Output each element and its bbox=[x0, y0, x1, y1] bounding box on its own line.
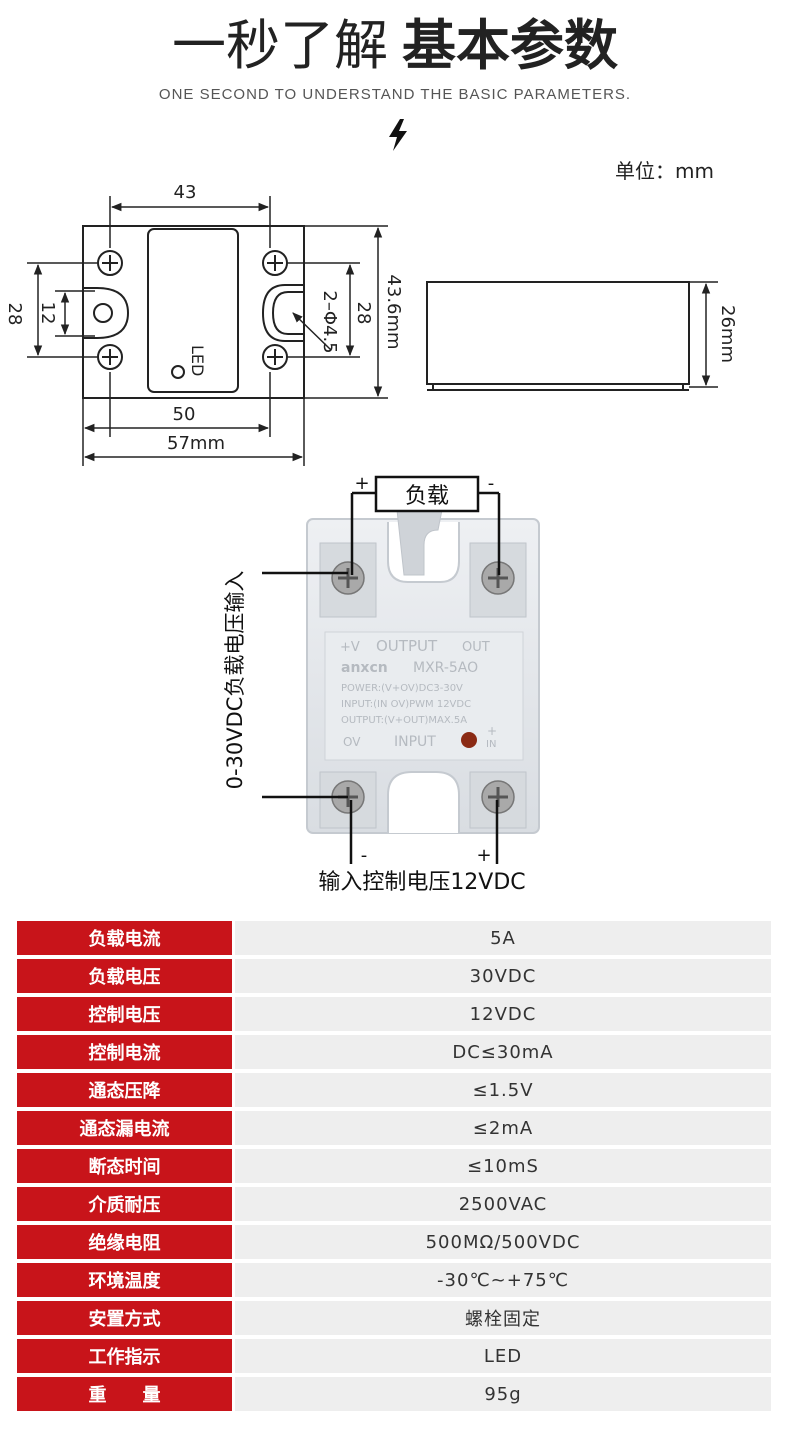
relay-plus: + bbox=[487, 724, 497, 738]
input-voltage-label: 输入控制电压12VDC bbox=[318, 870, 525, 895]
dim-43: 43 bbox=[174, 182, 197, 203]
spec-value: 螺栓固定 bbox=[235, 1301, 771, 1335]
lightning-icon bbox=[389, 119, 407, 151]
spec-value: -30℃~+75℃ bbox=[235, 1263, 771, 1297]
relay-text-out: OUT bbox=[462, 640, 490, 655]
relay-side-view bbox=[426, 281, 690, 391]
title-bold: 基本参数 bbox=[402, 14, 618, 77]
relay-output: OUTPUT:(V+OUT)MAX.5A bbox=[341, 715, 467, 726]
relay-brand: anxcn bbox=[341, 660, 388, 676]
page-title: 一秒了解基本参数 bbox=[0, 14, 790, 78]
relay-front-view bbox=[82, 225, 305, 399]
dimension-drawing: LED 43 50 57mm 28 12 28 43.6mm 2–Φ4.5 26… bbox=[4, 182, 738, 895]
led-indicator bbox=[171, 365, 185, 379]
subtitle: ONE SECOND TO UNDERSTAND THE BASIC PARAM… bbox=[158, 86, 632, 103]
spec-value: 500MΩ/500VDC bbox=[235, 1225, 771, 1259]
relay-text-v: +V bbox=[340, 640, 360, 655]
dim-28-right: 28 bbox=[353, 302, 374, 325]
spec-key: 断态时间 bbox=[17, 1149, 232, 1183]
spec-value: ≤2mA bbox=[235, 1111, 771, 1145]
unit-label: 单位：mm bbox=[615, 159, 714, 183]
dim-57: 57mm bbox=[167, 433, 225, 454]
title-light: 一秒了解 bbox=[172, 14, 388, 77]
spec-key: 通态漏电流 bbox=[17, 1111, 232, 1145]
relay-ov: OV bbox=[343, 735, 361, 749]
dim-28-left: 28 bbox=[4, 303, 25, 326]
spec-value: 30VDC bbox=[235, 959, 771, 993]
relay-input-label: INPUT bbox=[394, 734, 436, 750]
spec-value: 12VDC bbox=[235, 997, 771, 1031]
spec-key: 重 量 bbox=[17, 1377, 232, 1411]
spec-key: 控制电压 bbox=[17, 997, 232, 1031]
table-row: 安置方式螺栓固定 bbox=[17, 1301, 771, 1335]
spec-key: 通态压降 bbox=[17, 1073, 232, 1107]
input-plus: + bbox=[476, 845, 491, 866]
dim-led: LED bbox=[188, 345, 207, 376]
spec-key: 介质耐压 bbox=[17, 1187, 232, 1221]
spec-value: ≤10mS bbox=[235, 1149, 771, 1183]
spec-value: 95g bbox=[235, 1377, 771, 1411]
relay-power: POWER:(V+OV)DC3-30V bbox=[341, 683, 463, 694]
load-plus: + bbox=[354, 473, 369, 494]
relay-input: INPUT:(IN OV)PWM 12VDC bbox=[341, 699, 471, 710]
dim-12: 12 bbox=[37, 302, 58, 325]
spec-value: 2500VAC bbox=[235, 1187, 771, 1221]
relay-model: MXR-5AO bbox=[413, 660, 478, 676]
dim-43-6: 43.6mm bbox=[383, 274, 404, 349]
table-row: 环境温度-30℃~+75℃ bbox=[17, 1263, 771, 1297]
spec-key: 环境温度 bbox=[17, 1263, 232, 1297]
spec-key: 安置方式 bbox=[17, 1301, 232, 1335]
relay-text-output: OUTPUT bbox=[376, 637, 438, 655]
relay-in: IN bbox=[486, 739, 496, 750]
output-voltage-label: 0-30VDC负载电压输入 bbox=[223, 571, 247, 790]
table-row: 通态压降≤1.5V bbox=[17, 1073, 771, 1107]
led-indicator bbox=[461, 732, 477, 748]
spec-key: 负载电流 bbox=[17, 921, 232, 955]
spec-value: DC≤30mA bbox=[235, 1035, 771, 1069]
load-label: 负载 bbox=[405, 484, 449, 509]
spec-key: 工作指示 bbox=[17, 1339, 232, 1373]
spec-value: LED bbox=[235, 1339, 771, 1373]
dim-hole: 2–Φ4.5 bbox=[319, 290, 340, 353]
table-row: 断态时间≤10mS bbox=[17, 1149, 771, 1183]
spec-key: 绝缘电阻 bbox=[17, 1225, 232, 1259]
table-row: 通态漏电流≤2mA bbox=[17, 1111, 771, 1145]
dim-26: 26mm bbox=[717, 305, 738, 363]
dim-50: 50 bbox=[173, 404, 196, 425]
spec-key: 控制电流 bbox=[17, 1035, 232, 1069]
load-box bbox=[374, 475, 480, 513]
spec-value: 5A bbox=[235, 921, 771, 955]
spec-value: ≤1.5V bbox=[235, 1073, 771, 1107]
spec-key: 负载电压 bbox=[17, 959, 232, 993]
input-minus: - bbox=[361, 845, 368, 866]
load-minus: - bbox=[488, 473, 495, 494]
